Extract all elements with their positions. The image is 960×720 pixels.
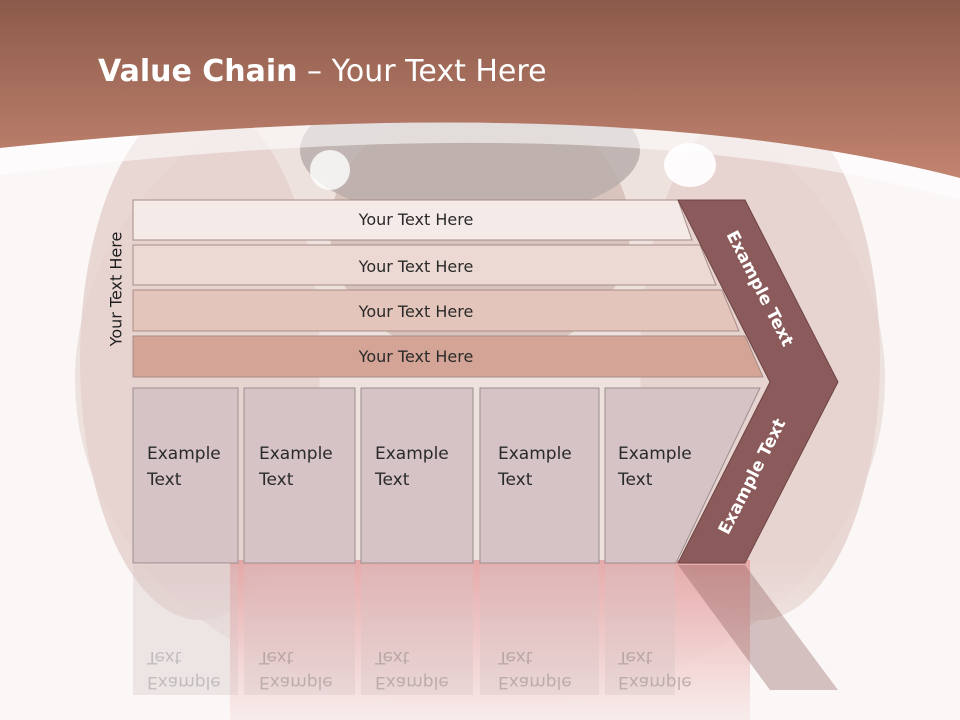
svg-text:Text: Text: [374, 647, 410, 667]
svg-text:Text: Text: [146, 647, 182, 667]
support-row-3-label: Your Text Here: [358, 302, 474, 321]
primary-box-1[interactable]: [132, 387, 239, 564]
reflection-box-2: [244, 565, 355, 695]
support-row-4-label: Your Text Here: [358, 347, 474, 366]
svg-text:Text: Text: [258, 647, 294, 667]
support-row-1-label: Your Text Here: [358, 210, 474, 229]
support-row-3[interactable]: [132, 289, 740, 332]
reflection-box-1: [133, 565, 238, 695]
primary-box-5-line2: Text: [617, 470, 653, 490]
support-row-2[interactable]: [132, 244, 717, 286]
support-row-2-label: Your Text Here: [358, 257, 474, 276]
reflection: Example Text Example Text Example Text E…: [133, 565, 838, 695]
reflection-box-5: [605, 565, 675, 695]
primary-box-2-line1: Example: [259, 444, 333, 464]
primary-box-1-line1: Example: [147, 444, 221, 464]
svg-text:Example: Example: [618, 672, 692, 692]
primary-box-5[interactable]: [604, 387, 761, 564]
primary-box-3-line1: Example: [375, 444, 449, 464]
primary-box-3-line2: Text: [374, 470, 410, 490]
reflection-box-3: [361, 565, 473, 695]
reflection-arrow: [678, 565, 838, 690]
svg-text:Example: Example: [259, 672, 333, 692]
support-row-4[interactable]: [132, 335, 764, 378]
svg-text:Example: Example: [498, 672, 572, 692]
primary-box-2-line2: Text: [258, 470, 294, 490]
primary-box-4[interactable]: [479, 387, 600, 564]
svg-text:Text: Text: [497, 647, 533, 667]
title-rest: – Your Text Here: [297, 54, 547, 89]
margin-arrow[interactable]: [677, 199, 839, 564]
primary-box-2[interactable]: [243, 387, 356, 564]
primary-box-5-line1: Example: [618, 444, 692, 464]
support-row-1[interactable]: [132, 199, 693, 241]
primary-box-4-line1: Example: [498, 444, 572, 464]
primary-box-3[interactable]: [360, 387, 474, 564]
slide-title: Value Chain – Your Text Here: [98, 54, 547, 89]
primary-box-4-line2: Text: [497, 470, 533, 490]
svg-text:Text: Text: [617, 647, 653, 667]
svg-text:Example: Example: [375, 672, 449, 692]
primary-box-1-line2: Text: [146, 470, 182, 490]
svg-text:Example: Example: [147, 672, 221, 692]
reflection-box-4: [480, 565, 599, 695]
title-bold: Value Chain: [98, 54, 298, 89]
